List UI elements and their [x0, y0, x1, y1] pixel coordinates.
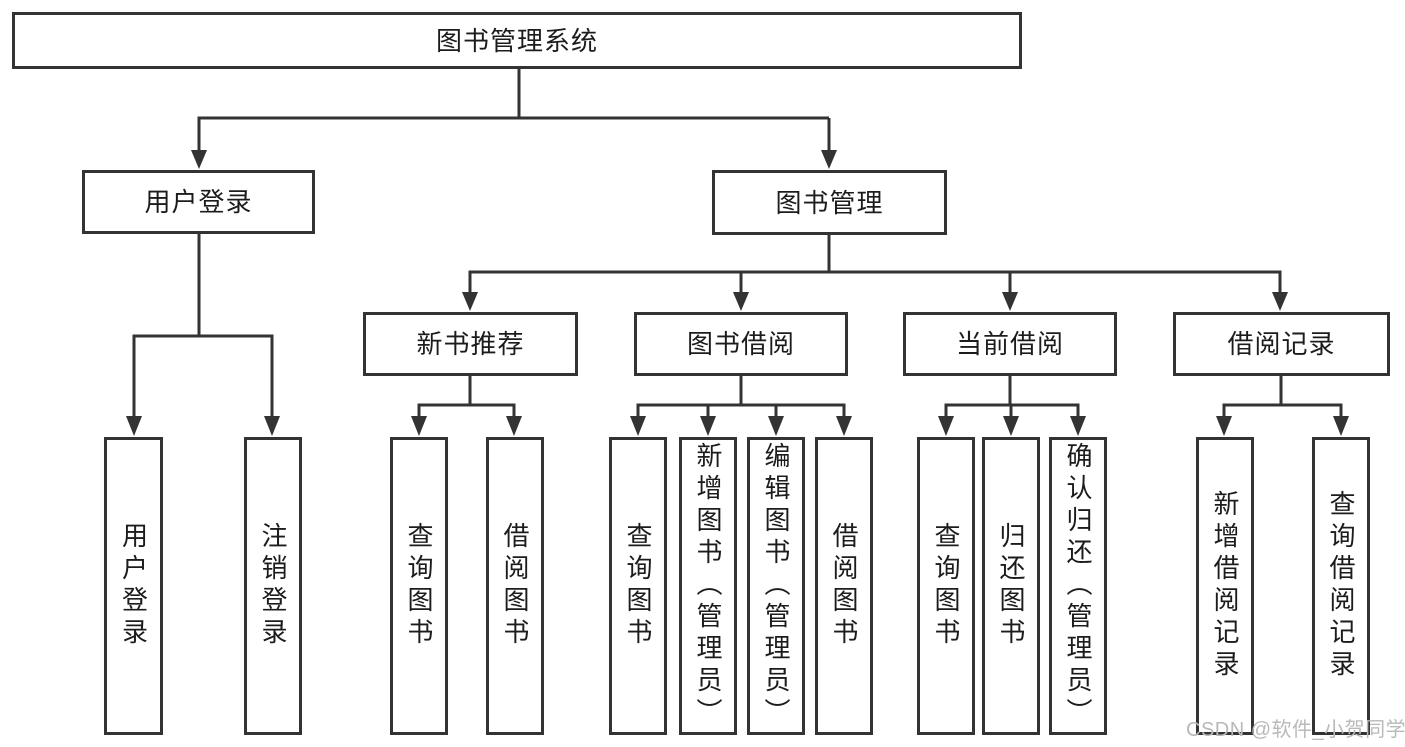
- node-label: 新增图书（管理员）: [693, 442, 723, 730]
- leaf-query-books-current: 查询图书: [917, 437, 975, 735]
- watermark: CSDN @软件_小贺同学: [1186, 719, 1405, 741]
- node-label: 查询图书: [404, 522, 434, 650]
- node-label: 新书推荐: [416, 329, 525, 359]
- arrowheads: [126, 150, 1349, 436]
- leaf-return-book: 归还图书: [982, 437, 1040, 735]
- node-label: 图书管理系统: [435, 25, 598, 56]
- node-new-book-recommendation: 新书推荐: [363, 312, 578, 376]
- node-label: 编辑图书（管理员）: [761, 442, 791, 730]
- node-label: 借阅记录: [1227, 329, 1336, 359]
- node-label: 图书借阅: [686, 329, 795, 359]
- node-library-management-system: 图书管理系统: [12, 12, 1022, 69]
- node-current-borrowing: 当前借阅: [903, 312, 1117, 376]
- node-borrowing-records: 借阅记录: [1173, 312, 1390, 376]
- node-label: 用户登录: [144, 187, 253, 217]
- node-label: 当前借阅: [955, 329, 1064, 359]
- leaf-edit-book-admin: 编辑图书（管理员）: [747, 437, 805, 735]
- node-book-management: 图书管理: [712, 170, 947, 235]
- leaf-query-books-recommend: 查询图书: [390, 437, 448, 735]
- node-label: 图书管理: [775, 187, 884, 218]
- node-label: 新增借阅记录: [1210, 490, 1240, 682]
- leaf-add-borrow-record: 新增借阅记录: [1196, 437, 1254, 735]
- node-label: 查询图书: [931, 522, 961, 650]
- leaf-borrow-books-recommend: 借阅图书: [486, 437, 544, 735]
- leaf-confirm-return-admin: 确认归还（管理员）: [1049, 437, 1107, 735]
- node-label: 借阅图书: [829, 522, 859, 650]
- node-label: 借阅图书: [500, 522, 530, 650]
- node-label: 归还图书: [996, 522, 1026, 650]
- node-label: 确认归还（管理员）: [1063, 442, 1093, 730]
- node-book-borrowing: 图书借阅: [634, 312, 848, 376]
- leaf-add-book-admin: 新增图书（管理员）: [679, 437, 737, 735]
- leaf-user-login: 用户登录: [104, 437, 163, 735]
- leaf-query-books-borrow: 查询图书: [609, 437, 667, 735]
- leaf-logout: 注销登录: [244, 437, 302, 735]
- node-label: 用户登录: [118, 522, 149, 650]
- node-label: 查询借阅记录: [1326, 490, 1356, 682]
- node-label: 查询图书: [623, 522, 653, 650]
- leaf-query-borrow-record: 查询借阅记录: [1312, 437, 1370, 735]
- leaf-borrow-books: 借阅图书: [815, 437, 873, 735]
- node-user-login: 用户登录: [82, 170, 315, 234]
- node-label: 注销登录: [258, 522, 288, 650]
